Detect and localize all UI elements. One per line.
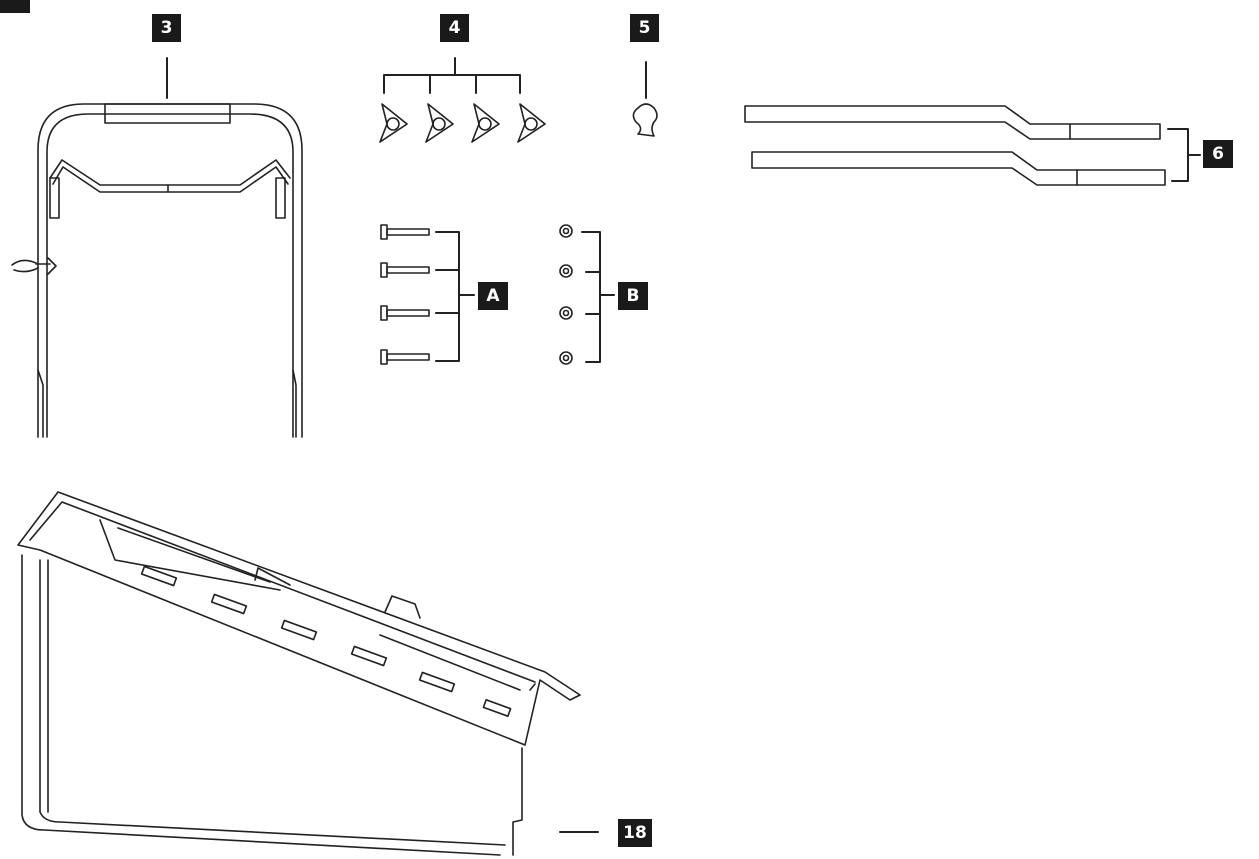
bolt xyxy=(380,305,430,321)
knob-1 xyxy=(379,103,408,143)
label-6: 6 xyxy=(1203,140,1233,168)
corner-marker xyxy=(0,0,30,13)
knobs-drawing xyxy=(379,57,546,143)
washers-drawing xyxy=(559,224,615,365)
label-4: 4 xyxy=(440,14,469,42)
lower-handle-bars-drawing xyxy=(744,105,1201,186)
bolt xyxy=(380,262,430,278)
bolt xyxy=(380,349,430,365)
bolt xyxy=(380,224,430,240)
bolts-drawing xyxy=(380,224,475,365)
label-B: B xyxy=(618,282,648,310)
label-18: 18 xyxy=(618,819,652,847)
upper-handle-drawing xyxy=(11,57,303,438)
knob-2 xyxy=(425,103,454,143)
knob-3 xyxy=(471,103,500,143)
grass-bag-drawing xyxy=(17,491,599,856)
label-5: 5 xyxy=(630,14,659,42)
cable-clip-drawing xyxy=(632,61,658,137)
label-A: A xyxy=(478,282,508,310)
label-3: 3 xyxy=(152,14,181,42)
knob-4 xyxy=(517,103,546,143)
